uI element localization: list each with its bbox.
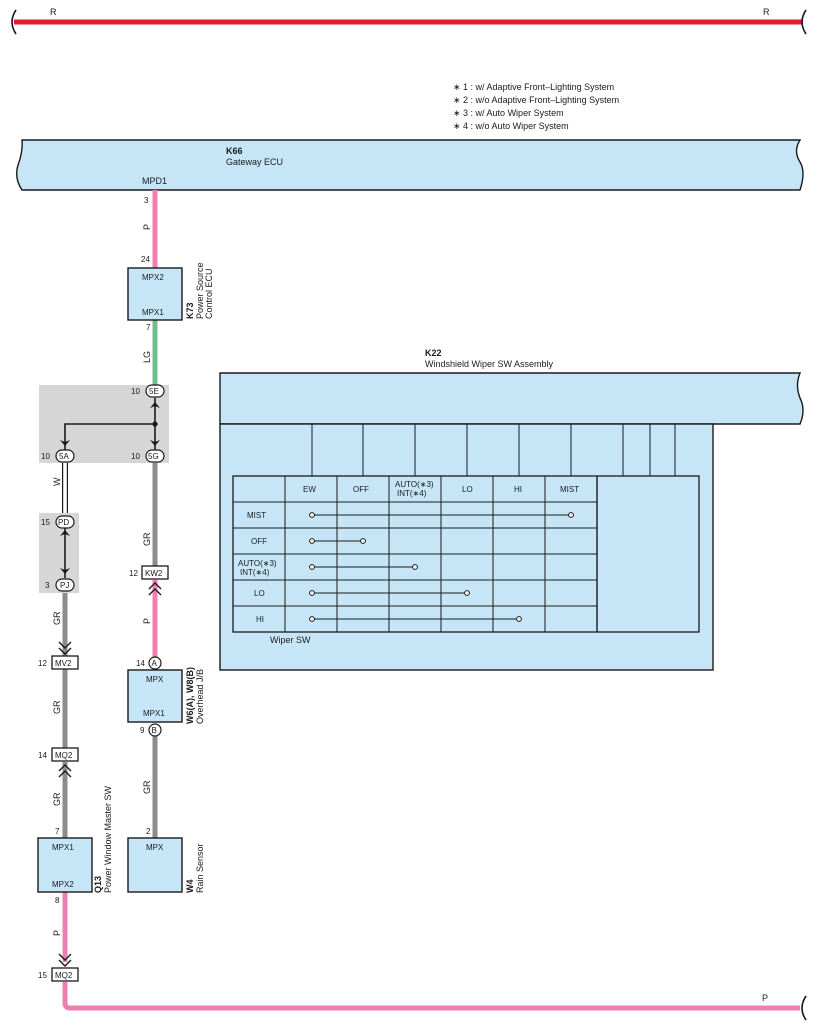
wiper-row-hi: HI [256, 615, 264, 624]
gateway-terminal: MPD1 [142, 176, 167, 186]
bottom-bus-label: P [762, 993, 768, 1003]
power-source-control-ecu: 24 MPX2 MPX1 7 K73 Power Source Control … [127, 255, 214, 332]
q13-pin-bottom: 8 [55, 896, 60, 905]
k22-name: Windshield Wiper SW Assembly [425, 359, 554, 369]
overhead-jb-name: Overhead J/B [195, 669, 205, 724]
wire-color-gr: GR [52, 611, 62, 625]
wire-color-labels: P LG W GR GR GR GR P GR P [52, 224, 152, 936]
wiper-col-auto: AUTO(∗3) [395, 480, 434, 489]
wiper-row-mist: MIST [247, 511, 266, 520]
power-window-master-sw: 7 MPX1 MPX2 8 Q13 Power Window Master SW [37, 785, 113, 905]
wiper-col-int: INT(∗4) [397, 489, 427, 498]
rain-sensor-pin: 2 [146, 827, 151, 836]
legend-item: ∗ 4 : w/o Auto Wiper System [453, 121, 569, 131]
gateway-pin: 3 [144, 196, 149, 205]
junction-5g-pin: 10 [131, 452, 140, 461]
legend-item: ∗ 3 : w/ Auto Wiper System [453, 108, 564, 118]
q13-name: Power Window Master SW [103, 785, 113, 893]
gateway-ecu: K66 Gateway ECU MPD1 [15, 139, 804, 191]
junction-5e-pin: 10 [131, 387, 140, 396]
wiper-sw-label: Wiper SW [270, 635, 311, 645]
k73-pin-in: 24 [141, 255, 150, 264]
connector-kw2-pin: 12 [129, 569, 138, 578]
overhead-jb-code: W6(A), W8(B) [185, 667, 195, 724]
q13-pin-top: 7 [55, 827, 60, 836]
connector-mq2-lower-pin: 15 [38, 971, 47, 980]
junction-5e-label: 5E [149, 387, 159, 396]
junction-5a-label: 5A [59, 452, 69, 461]
wire-color-gr: GR [52, 792, 62, 806]
gateway-name: Gateway ECU [226, 157, 283, 167]
overhead-jb-term-top: MPX [146, 675, 164, 684]
wire-color-gr: GR [142, 780, 152, 794]
connector-mv2: MV2 12 [38, 641, 79, 670]
wiper-row-auto: AUTO(∗3) [238, 559, 277, 568]
connector-mv2-label: MV2 [55, 659, 72, 668]
wiper-col-mist: MIST [560, 485, 579, 494]
junction-pd-label: PD [58, 518, 69, 527]
overhead-jb-conn-top: A [152, 659, 158, 668]
wiper-row-int: INT(∗4) [240, 568, 270, 577]
connector-mq2-upper-pin: 14 [38, 751, 47, 760]
junction-pj-label: PJ [60, 581, 69, 590]
k22-code: K22 [425, 348, 442, 358]
overhead-jb-pin-bottom: 9 [140, 726, 145, 735]
connector-mv2-pin: 12 [38, 659, 47, 668]
overhead-jb-pin-top: 14 [136, 659, 145, 668]
wire-color-gr: GR [52, 700, 62, 714]
top-bus-left-label: R [50, 7, 57, 17]
k73-pin-out: 7 [146, 323, 151, 332]
k73-term-in: MPX2 [142, 273, 164, 282]
k73-name-line2: Control ECU [204, 268, 214, 319]
rain-sensor-term: MPX [146, 843, 164, 852]
junction-pd-pj: PD 15 PJ 3 [39, 513, 79, 593]
k73-code: K73 [185, 302, 195, 319]
wiper-col-hi: HI [514, 485, 522, 494]
junction-pd-pin: 15 [41, 518, 50, 527]
top-red-bus: R R [11, 7, 807, 35]
rain-sensor-name: Rain Sensor [195, 843, 205, 893]
wires [62, 190, 800, 1011]
k73-term-out: MPX1 [142, 308, 164, 317]
legend-item: ∗ 2 : w/o Adaptive Front–Lighting System [453, 95, 619, 105]
connector-mq2-lower-label: MQ2 [55, 971, 73, 980]
junction-pj-pin: 3 [45, 581, 50, 590]
wire-color-w: W [52, 477, 62, 486]
wiper-col-ew: EW [303, 485, 316, 494]
wire-color-p: P [52, 930, 62, 936]
q13-term-top: MPX1 [52, 843, 74, 852]
overhead-jb-conn-bottom: B [152, 726, 157, 735]
junction-5g-label: 5G [148, 452, 159, 461]
wire-color-p: P [142, 224, 152, 230]
connector-kw2: KW2 12 [129, 565, 169, 596]
connector-mq2-lower: MQ2 15 [38, 953, 79, 982]
k73-name-line1: Power Source [195, 262, 205, 319]
q13-term-bottom: MPX2 [52, 880, 74, 889]
gateway-code: K66 [226, 146, 243, 156]
wiper-col-lo: LO [462, 485, 473, 494]
bottom-pink-bus: P [762, 993, 807, 1021]
top-bus-right-label: R [763, 7, 770, 17]
connector-kw2-label: KW2 [145, 569, 163, 578]
wire-color-p: P [142, 618, 152, 624]
wiper-sw-assembly: K22 Windshield Wiper SW Assembly [219, 348, 804, 671]
rain-sensor-code: W4 [185, 880, 195, 894]
junction-5a-pin: 10 [41, 452, 50, 461]
wiper-col-off: OFF [353, 485, 369, 494]
wire-color-lg: LG [142, 351, 152, 363]
connector-mq2-upper: MQ2 14 [38, 747, 79, 778]
continuity-lines [309, 512, 574, 622]
overhead-jb-term-bottom: MPX1 [143, 709, 165, 718]
wire-color-gr: GR [142, 532, 152, 546]
rain-sensor: 2 MPX W4 Rain Sensor [127, 827, 205, 894]
connector-mq2-upper-label: MQ2 [55, 751, 73, 760]
legend: ∗ 1 : w/ Adaptive Front–Lighting System … [453, 82, 619, 131]
wiper-row-off: OFF [251, 537, 267, 546]
legend-item: ∗ 1 : w/ Adaptive Front–Lighting System [453, 82, 614, 92]
overhead-jb: 14 A MPX MPX1 9 B W6(A), W8(B) Overhead … [127, 656, 205, 737]
junction-block-5: 5E 10 5A 10 5G 10 [39, 384, 169, 463]
q13-code: Q13 [93, 876, 103, 893]
wiper-row-lo: LO [254, 589, 265, 598]
